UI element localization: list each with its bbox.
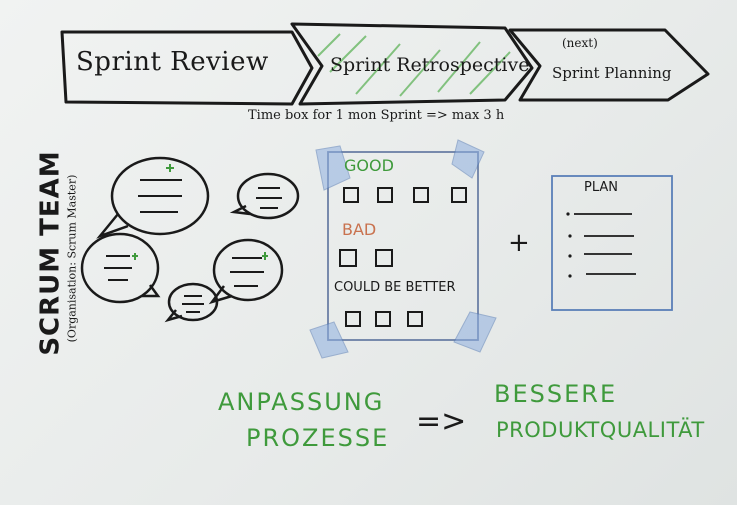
- could-be-better-label: COULD BE BETTER: [334, 280, 456, 295]
- sprint-retrospective-label: Sprint Retrospective: [330, 54, 530, 76]
- bottom-left-line2: PROZESSE: [246, 424, 390, 452]
- plus-sign: +: [508, 228, 530, 258]
- arrow-sprint-retrospective: [290, 22, 534, 106]
- sprint-review-label: Sprint Review: [76, 47, 269, 77]
- arrow-sprint-planning: [508, 28, 710, 102]
- arrow-implies: =>: [416, 404, 467, 439]
- scrum-team-title: SCRUM TEAM: [35, 150, 66, 356]
- good-label: GOOD: [344, 156, 394, 175]
- plan-sheet: [551, 175, 673, 311]
- scrum-team-subtitle: (Organisation: Scrum Master): [65, 174, 79, 343]
- speech-bubble-1: [110, 156, 210, 236]
- timebox-note: Time box for 1 mon Sprint => max 3 h: [248, 108, 505, 123]
- arrow-sprint-review: [60, 30, 314, 106]
- sprint-planning-label: Sprint Planning: [552, 64, 672, 82]
- bottom-right-line2: PRODUKTQUALITÄT: [496, 418, 705, 442]
- bottom-left-line1: ANPASSUNG: [218, 388, 385, 416]
- speech-bubble-2: [236, 172, 300, 220]
- bad-label: BAD: [342, 220, 377, 239]
- sprint-planning-prefix: (next): [562, 36, 598, 50]
- bottom-right-line1: BESSERE: [494, 380, 618, 408]
- retro-board: [327, 151, 479, 341]
- speech-bubble-3: [80, 232, 160, 304]
- speech-bubble-4: [212, 238, 284, 302]
- plan-title: PLAN: [584, 180, 618, 195]
- speech-bubble-5: [167, 282, 219, 322]
